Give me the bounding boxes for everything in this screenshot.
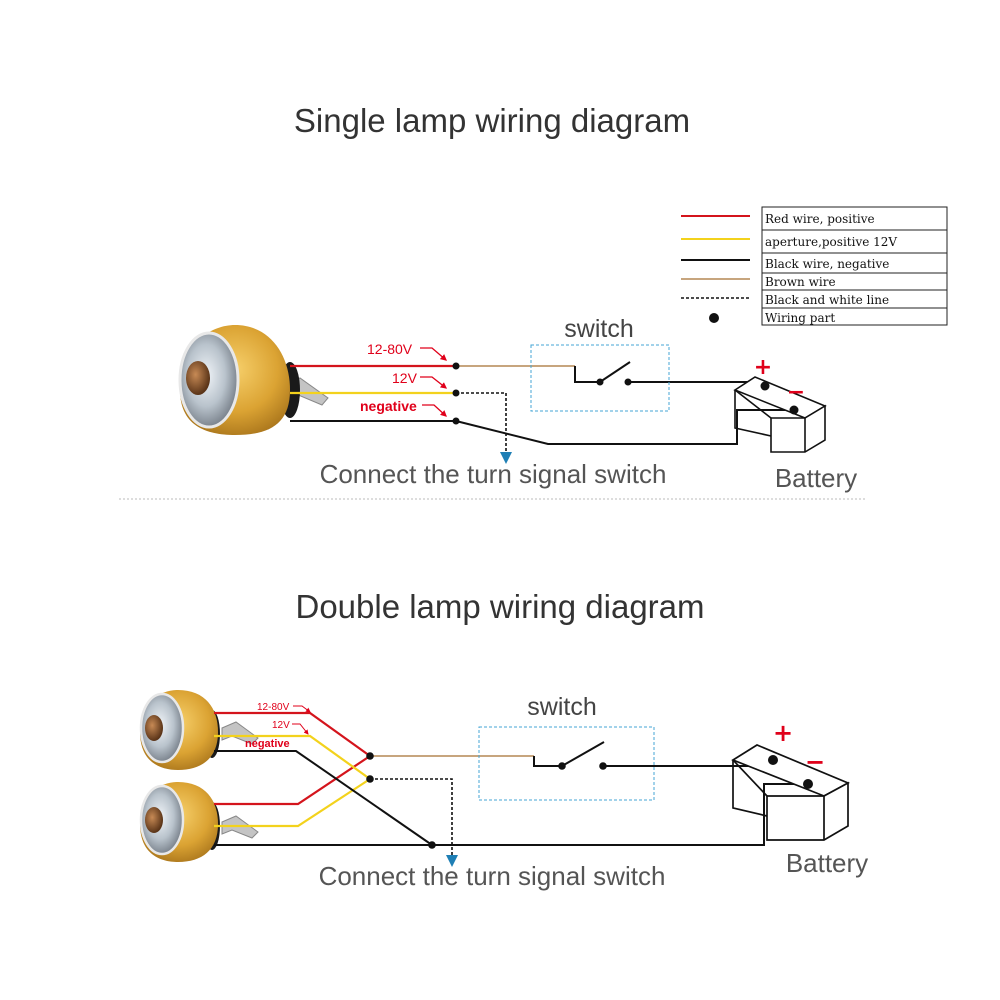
switch-blade	[561, 741, 605, 767]
switch-box	[478, 726, 655, 801]
switch-blade	[599, 361, 631, 383]
label-12-80v: 12-80V	[367, 341, 413, 357]
negative-return-wire	[455, 409, 794, 445]
black-wire-top	[214, 750, 433, 846]
switch-lead-in	[533, 756, 562, 767]
turn-signal-label: Connect the turn signal switch	[320, 459, 667, 489]
battery-plus-sign: +	[754, 355, 772, 380]
red-wire-bottom	[214, 755, 371, 806]
label-negative: negative	[360, 398, 417, 414]
lamp-projector-eye	[186, 361, 210, 395]
battery-single: + −	[733, 355, 827, 453]
red-wire-top	[214, 711, 371, 757]
legend: Red wire, positive aperture,positive 12V…	[681, 206, 948, 326]
single-diagram-title: Single lamp wiring diagram	[294, 102, 690, 139]
switch-lead-in	[574, 366, 600, 383]
switch-box	[530, 344, 670, 412]
switch-contact-dot	[624, 378, 632, 386]
legend-text-red: Red wire, positive	[765, 212, 875, 226]
battery-plus-sign: +	[773, 719, 793, 747]
turn-signal-dashed-wire	[456, 392, 507, 455]
switch-contact-dot	[599, 762, 607, 770]
legend-box	[761, 206, 948, 326]
label-12v: 12V	[392, 370, 418, 386]
legend-text-brown: Brown wire	[765, 275, 836, 289]
battery-double: + −	[731, 719, 850, 841]
wire-labels-single: 12-80V 12V negative	[360, 341, 448, 417]
turn-signal-label: Connect the turn signal switch	[319, 861, 666, 891]
label-pointer	[292, 723, 309, 735]
wires-double	[214, 711, 808, 867]
battery-positive-terminal	[760, 381, 770, 391]
lamp-single	[178, 325, 329, 435]
yellow-wire-top	[214, 734, 371, 780]
switch-label: switch	[564, 315, 633, 343]
label-pointer	[420, 376, 448, 389]
yellow-wire-bottom	[214, 778, 371, 828]
label-12v: 12V	[272, 720, 290, 731]
legend-dot	[709, 313, 719, 323]
wire-labels-double: 12-80V 12V negative	[245, 702, 311, 750]
legend-text-black: Black wire, negative	[765, 257, 889, 271]
switch-label: switch	[527, 693, 596, 721]
turn-signal-arrow	[446, 855, 458, 867]
legend-text-yellow: aperture,positive 12V	[765, 235, 897, 249]
wiring-dot	[428, 841, 436, 849]
wiring-dot	[452, 417, 460, 425]
label-pointer	[422, 404, 447, 417]
battery-positive-terminal	[768, 755, 778, 765]
label-pointer	[420, 347, 447, 361]
battery-negative-terminal	[789, 405, 799, 415]
wiring-dot	[452, 362, 460, 370]
battery-negative-terminal	[803, 779, 813, 789]
battery-label: Battery	[775, 463, 857, 493]
wiring-dot	[452, 389, 460, 397]
switch-contact-dot	[596, 378, 604, 386]
label-negative: negative	[245, 738, 290, 750]
lamp-double-top	[139, 690, 259, 770]
legend-text-dot: Wiring part	[765, 311, 835, 325]
label-12-80v: 12-80V	[257, 702, 290, 713]
battery-minus-sign: −	[787, 380, 805, 405]
negative-return-wire	[432, 783, 808, 846]
turn-signal-dashed-wire	[370, 778, 453, 858]
battery-label: Battery	[786, 848, 868, 878]
legend-text-dashed: Black and white line	[765, 293, 889, 307]
battery-minus-sign: −	[805, 748, 825, 776]
switch-contact-dot	[558, 762, 566, 770]
double-diagram-title: Double lamp wiring diagram	[295, 588, 704, 625]
wiring-dot	[366, 752, 374, 760]
label-pointer	[293, 705, 311, 713]
lamp-double-bottom	[139, 782, 259, 862]
turn-signal-arrow	[500, 452, 512, 464]
wiring-dot	[366, 775, 374, 783]
